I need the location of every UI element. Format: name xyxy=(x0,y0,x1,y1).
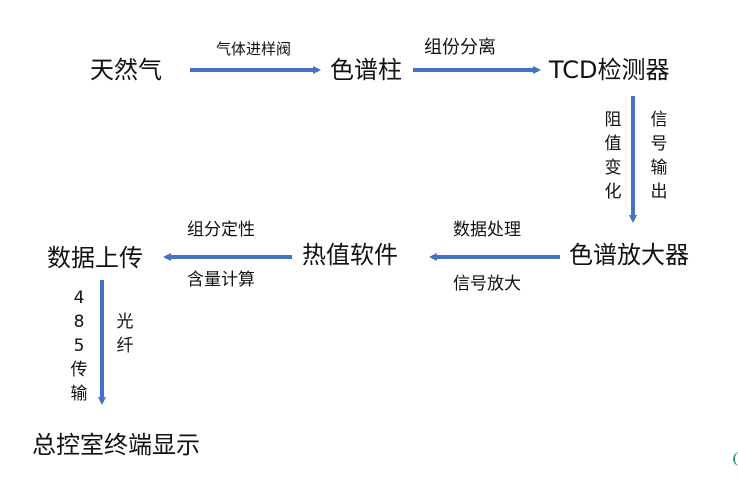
node-chromatographic-column: 色谱柱 xyxy=(330,56,402,84)
node-natural-gas: 天然气 xyxy=(90,56,162,84)
edge-label-signal-output: 信号输出 xyxy=(650,110,668,202)
edge-label-data-processing: 数据处理 xyxy=(453,220,521,240)
edge-label-signal-amplify: 信号放大 xyxy=(453,274,521,294)
node-calorific-software: 热值软件 xyxy=(302,241,398,269)
node-chromatograph-amplifier: 色谱放大器 xyxy=(569,241,689,269)
edge-label-qualitative: 组分定性 xyxy=(187,220,255,240)
edge-label-separation: 组份分离 xyxy=(424,37,496,58)
edge-label-fiber: 光纤 xyxy=(116,312,134,356)
node-control-room-display: 总控室终端显示 xyxy=(32,431,200,459)
node-tcd-detector: TCD检测器 xyxy=(549,56,670,84)
edge-fragment-decoration xyxy=(733,452,738,466)
edge-label-resistance-change: 阻值变化 xyxy=(604,110,622,202)
edge-label-injection-valve: 气体进样阀 xyxy=(216,40,292,58)
edge-label-content-calc: 含量计算 xyxy=(187,270,255,290)
node-data-upload: 数据上传 xyxy=(47,244,143,272)
edge-label-485-transfer: 485传输 xyxy=(70,288,88,404)
